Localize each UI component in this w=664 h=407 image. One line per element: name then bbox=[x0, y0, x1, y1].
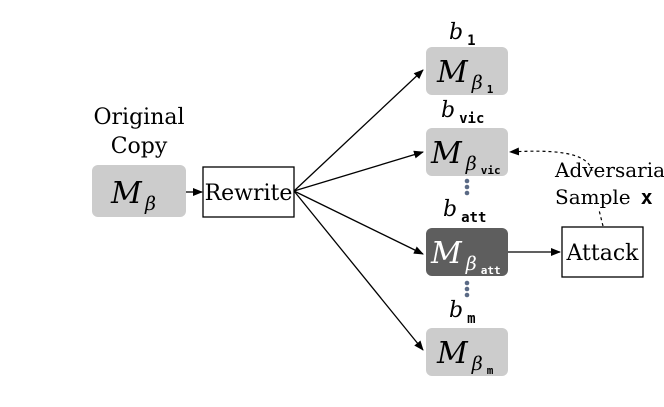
branch-b1-label: b 1 bbox=[449, 20, 476, 49]
attack-box: Attack bbox=[561, 226, 644, 278]
rewrite-label: Rewrite bbox=[205, 181, 293, 206]
branch-vic: b vic M β vic bbox=[426, 98, 508, 177]
branch-vic-sub: vic bbox=[459, 111, 484, 127]
dots-vic-att bbox=[464, 178, 470, 196]
branch-b1-beta: β bbox=[471, 72, 483, 94]
branch-vic-M: M bbox=[430, 136, 463, 171]
adversarial-label-line1: Adversarial bbox=[554, 158, 664, 182]
branch-b1-M: M bbox=[436, 55, 469, 90]
branch-m-b: b bbox=[449, 298, 463, 323]
branch-b1-box bbox=[426, 47, 508, 95]
branch-att: b att M β att bbox=[426, 197, 508, 277]
arrow-rewrite-to-vic bbox=[293, 150, 424, 192]
branch-b1-b: b bbox=[449, 20, 463, 45]
arrow-rewrite-to-b1 bbox=[293, 69, 424, 192]
arrow-rewrite-to-att bbox=[293, 190, 424, 255]
original-copy-label-line2: Copy bbox=[111, 134, 168, 159]
branch-att-beta: β bbox=[465, 253, 477, 275]
branch-m-M: M bbox=[436, 336, 469, 371]
branch-att-sub: att bbox=[461, 210, 486, 226]
branch-vic-label: b vic bbox=[441, 98, 484, 127]
source-model-beta: β bbox=[144, 193, 156, 215]
branch-m-math: M β m bbox=[436, 336, 494, 377]
branch-vic-math: M β vic bbox=[430, 136, 501, 177]
branch-m: b m M β m bbox=[426, 298, 508, 377]
branch-att-math: M β att bbox=[430, 236, 501, 277]
dots-att-m bbox=[464, 280, 470, 298]
rewrite-box: Rewrite bbox=[202, 166, 295, 218]
branch-m-sub: m bbox=[467, 311, 475, 327]
original-copy-label-line1: Original bbox=[93, 105, 184, 130]
source-model-rect bbox=[92, 165, 186, 217]
branch-vic-subsub: vic bbox=[481, 164, 501, 177]
branch-att-box bbox=[426, 228, 508, 276]
attack-label: Attack bbox=[566, 241, 640, 266]
branch-att-subsub: att bbox=[481, 264, 501, 277]
branch-b1-sub: 1 bbox=[467, 33, 475, 49]
branch-m-label: b m bbox=[449, 298, 476, 327]
source-model-box: M β bbox=[92, 165, 186, 217]
branch-m-subsub: m bbox=[487, 364, 494, 377]
branch-vic-b: b bbox=[441, 98, 455, 123]
branch-m-beta: β bbox=[471, 353, 483, 375]
branch-b1: b 1 M β 1 bbox=[426, 20, 508, 96]
branch-vic-beta: β bbox=[465, 153, 477, 175]
attack-rect bbox=[561, 226, 644, 278]
branch-b1-subsub: 1 bbox=[487, 83, 494, 96]
branch-att-b: b bbox=[443, 197, 457, 222]
adversarial-sample-word: Sample bbox=[555, 185, 631, 209]
adversarial-label-line2: Sample x bbox=[555, 185, 653, 209]
branch-vic-box bbox=[426, 128, 508, 176]
branch-att-label: b att bbox=[443, 197, 486, 226]
branch-b1-math: M β 1 bbox=[436, 55, 494, 96]
dashed-arrow-attack-to-vic bbox=[510, 151, 604, 227]
branch-m-box bbox=[426, 328, 508, 376]
adversarial-x-symbol: x bbox=[641, 185, 653, 209]
branch-att-M: M bbox=[430, 236, 463, 271]
source-model-M: M bbox=[110, 176, 143, 211]
arrow-rewrite-to-m bbox=[293, 190, 424, 351]
